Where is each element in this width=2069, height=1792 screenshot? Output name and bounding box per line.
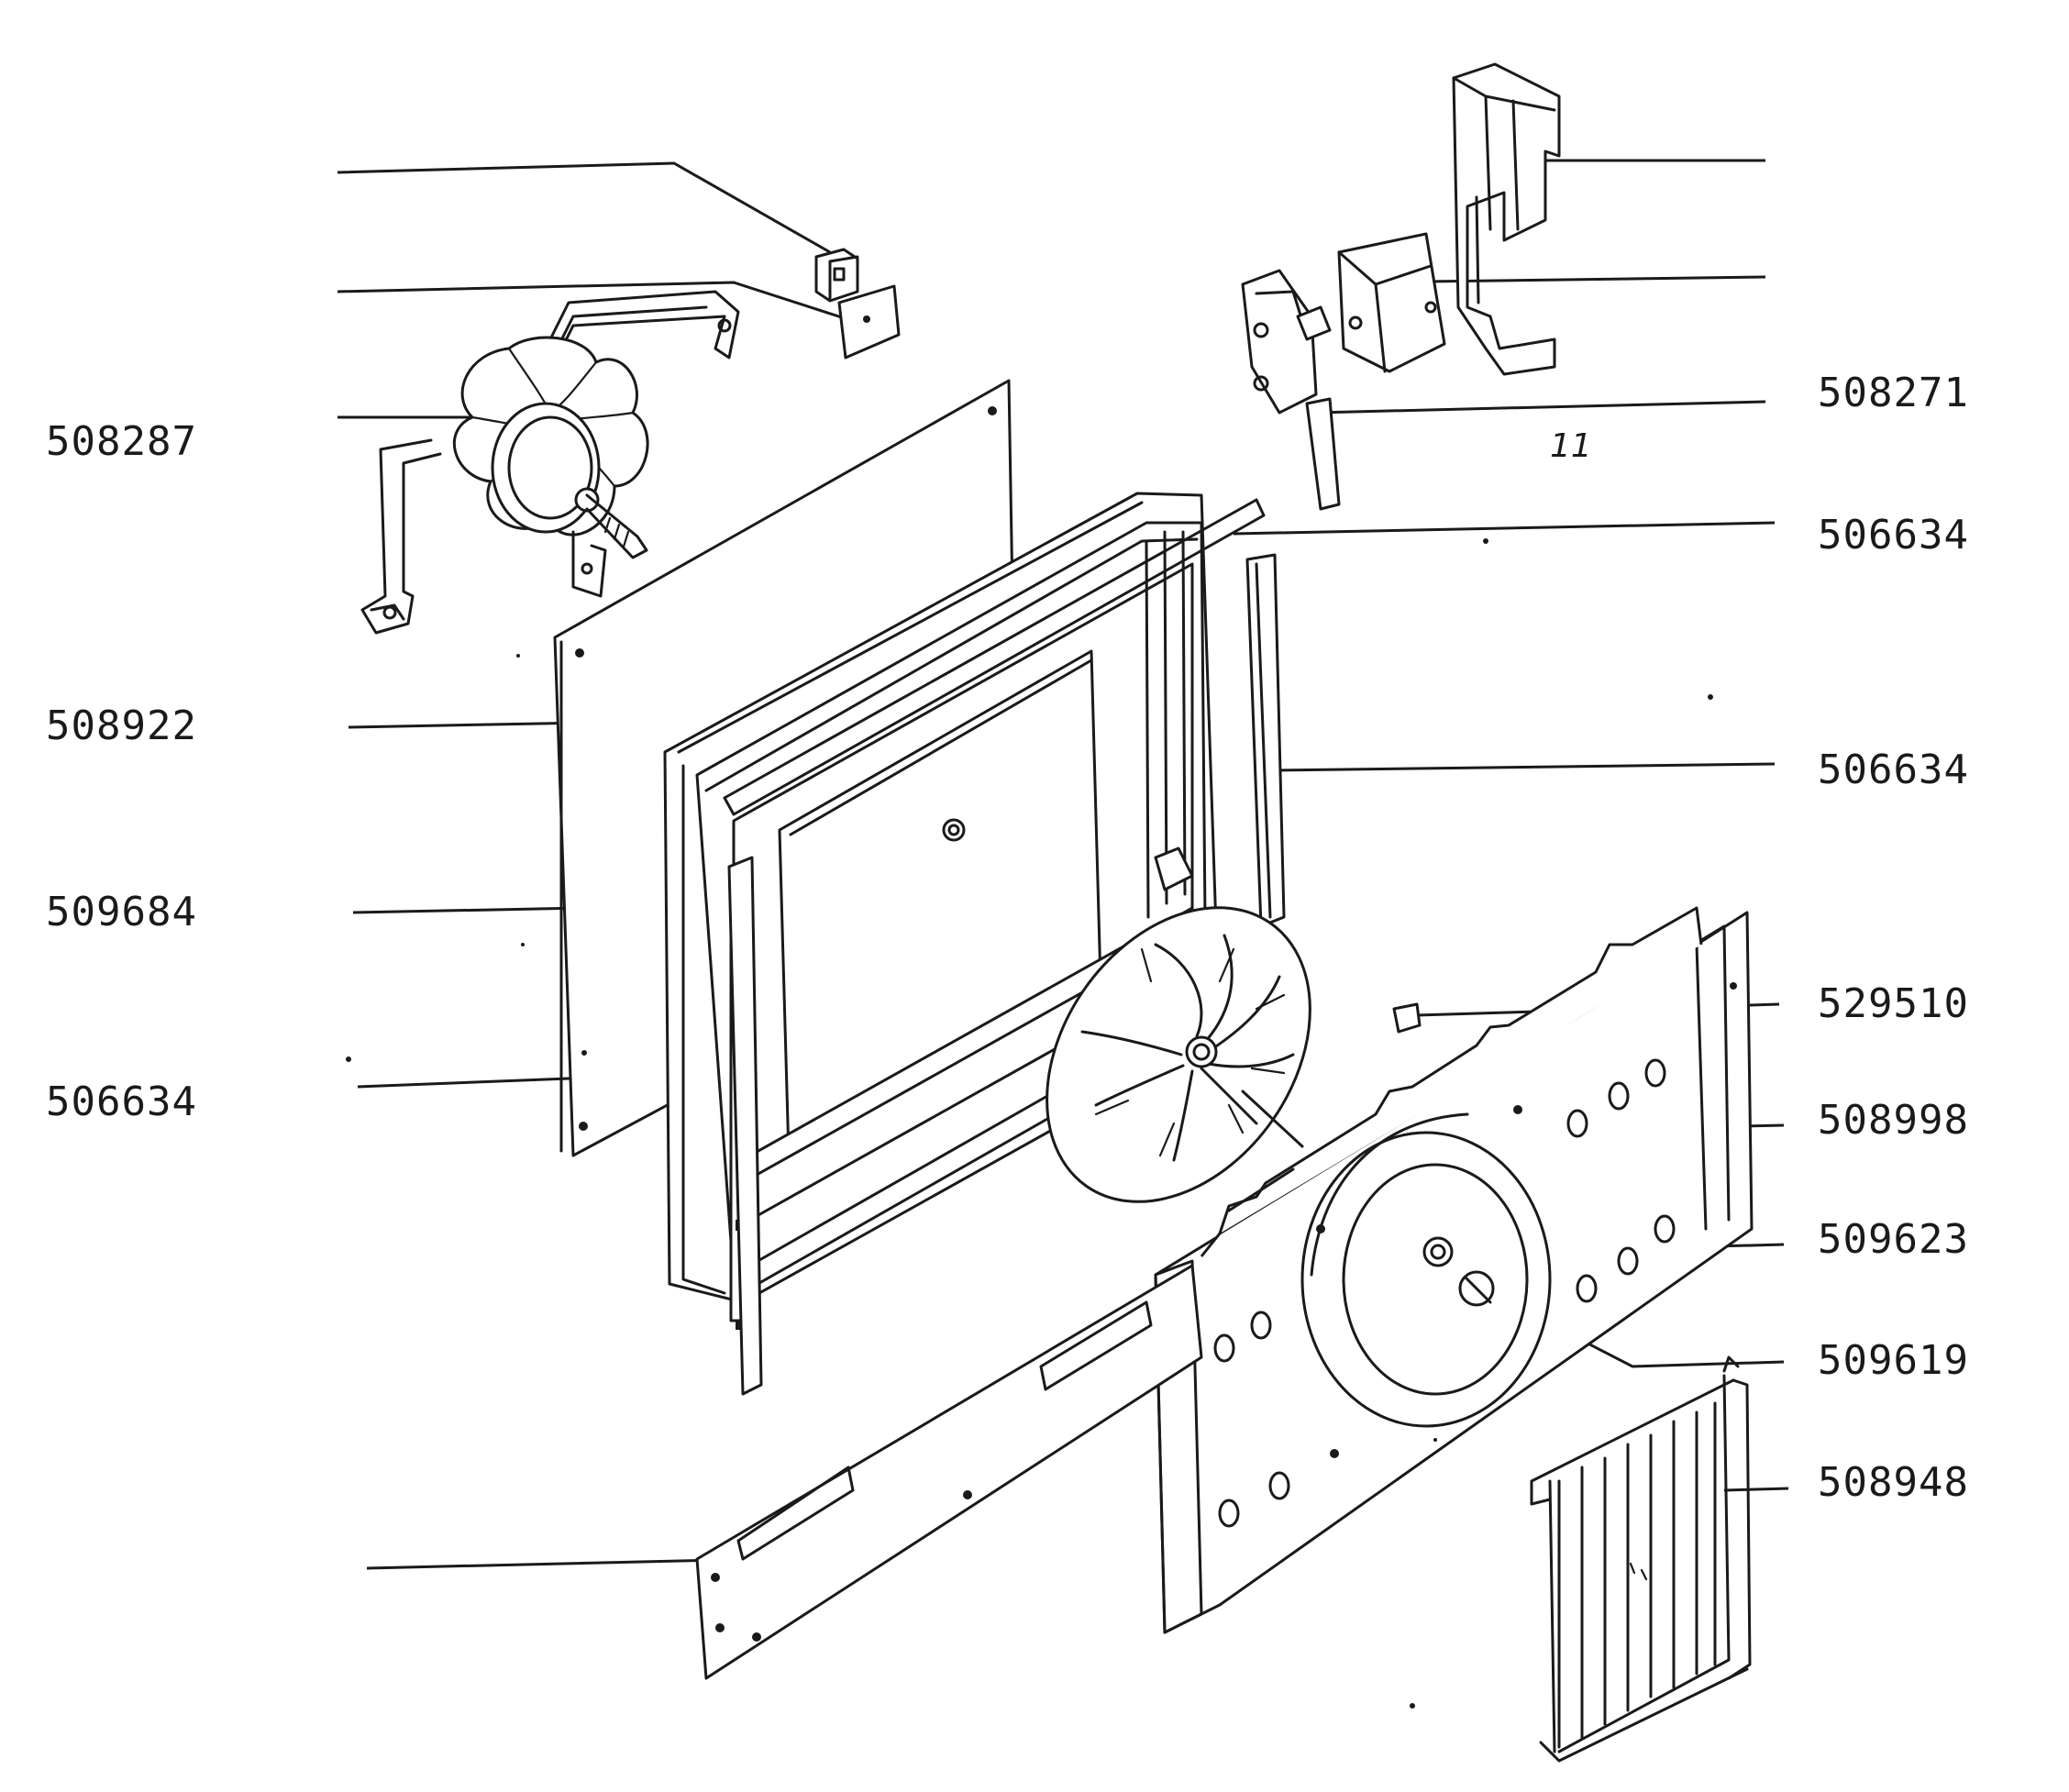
small-clip xyxy=(1392,1002,1422,1034)
part-number-508922: 508922 xyxy=(46,702,197,749)
oven-rack xyxy=(1530,1355,1752,1763)
cooling-fan-motor xyxy=(360,336,649,635)
part-number-506634-right: 506634 xyxy=(1818,747,1969,793)
leader-top-left-1 xyxy=(337,161,831,254)
part-number-509619: 509619 xyxy=(1818,1337,1969,1384)
leader-bottom-left xyxy=(366,1557,758,1570)
leader-top-left-2 xyxy=(337,281,854,323)
part-number-508271: 508271 xyxy=(1818,370,1969,416)
part-number-508998: 508998 xyxy=(1818,1097,1969,1144)
leader-508271 xyxy=(1315,400,1766,415)
leader-506634-top xyxy=(1233,521,1776,536)
scan-specks xyxy=(346,538,1713,1709)
leader-506634-right xyxy=(1269,762,1776,772)
leader-top-right-2 xyxy=(1425,275,1766,283)
part-number-506634-left: 506634 xyxy=(46,1079,197,1125)
part-number-529510: 529510 xyxy=(1818,980,1969,1027)
part-number-508948: 508948 xyxy=(1818,1459,1969,1506)
convection-fan-impeller xyxy=(1046,906,1311,1203)
side-gasket-right xyxy=(1245,553,1286,928)
bottom-trim-strip xyxy=(695,1264,1203,1680)
part-number-509684: 509684 xyxy=(46,889,197,935)
handwritten-mark: 11 xyxy=(1550,427,1592,465)
part-number-508287: 508287 xyxy=(46,418,197,465)
side-gasket-left xyxy=(727,856,763,1396)
leader-508922 xyxy=(348,721,588,729)
leader-508948 xyxy=(1723,1487,1789,1492)
part-number-506634-top: 506634 xyxy=(1818,512,1969,559)
thermostat-switch-assembly xyxy=(1241,62,1561,511)
connector-block xyxy=(814,248,901,360)
part-number-509623: 509623 xyxy=(1818,1216,1969,1263)
rear-panel xyxy=(1147,906,1754,1634)
